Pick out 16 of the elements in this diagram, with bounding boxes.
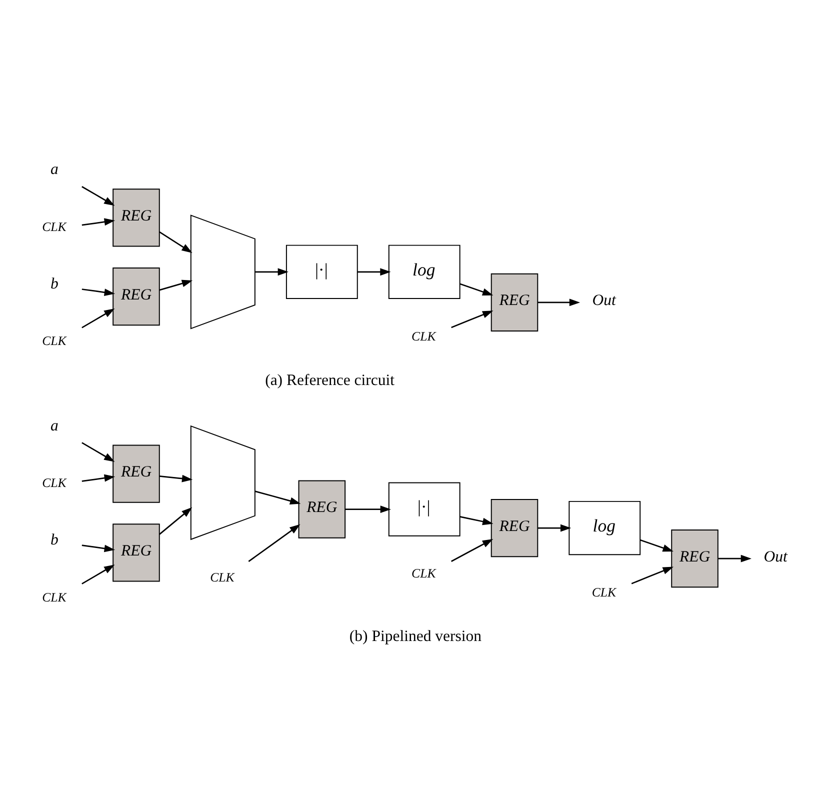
node-text: CLK (412, 566, 436, 581)
node-text: CLK (42, 476, 66, 490)
node-text: CLK (412, 329, 436, 344)
node-text: CLK (42, 590, 66, 604)
label: (b) Pipelined version (349, 628, 482, 646)
node-text: b (50, 275, 58, 292)
node-text: CLK (210, 570, 234, 585)
node-text: CLK (42, 220, 66, 234)
node-text: a (50, 161, 58, 178)
label: (a) Reference circuit (265, 372, 395, 389)
node-text: b (50, 532, 58, 549)
node-text: Out (592, 292, 616, 310)
node-text: CLK (592, 585, 616, 600)
node-text: CLK (42, 334, 66, 348)
node-text: Out (764, 548, 788, 566)
node-text: a (50, 417, 58, 434)
